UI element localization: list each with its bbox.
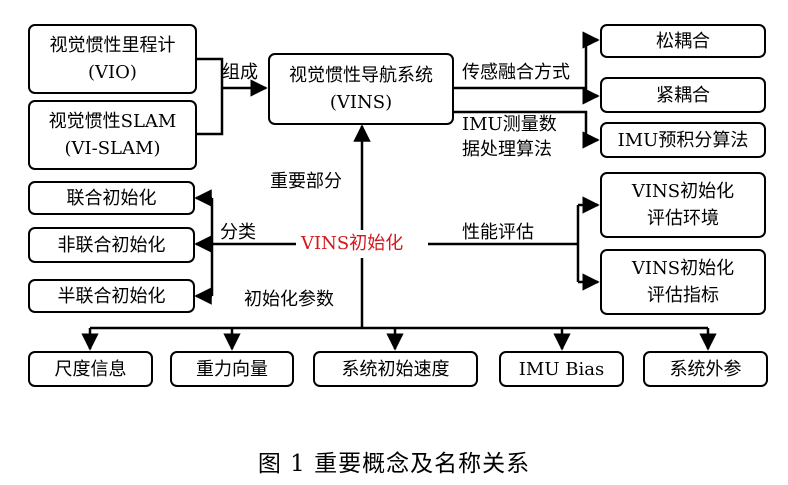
vislam-node: 视觉惯性SLAM (VI-SLAM) bbox=[28, 100, 197, 170]
eval-environment-line2: 评估环境 bbox=[647, 208, 719, 229]
eval-environment-node: VINS初始化 评估环境 bbox=[600, 172, 766, 238]
semijoint-init-node: 半联合初始化 bbox=[28, 279, 195, 313]
loose-coupling-node: 松耦合 bbox=[600, 24, 766, 58]
vins-node: 视觉惯性导航系统 (VINS) bbox=[268, 53, 454, 125]
vislam-label: 视觉惯性SLAM bbox=[48, 111, 177, 132]
gravity-vector-node: 重力向量 bbox=[170, 351, 294, 387]
imu-preintegration-node: IMU预积分算法 bbox=[600, 122, 766, 158]
performance-label: 性能评估 bbox=[462, 222, 534, 243]
figure-caption: 图 1 重要概念及名称关系 bbox=[257, 451, 531, 477]
init-params-label: 初始化参数 bbox=[244, 289, 334, 310]
joint-init-node: 联合初始化 bbox=[28, 181, 195, 215]
scale-info-label: 尺度信息 bbox=[54, 358, 127, 380]
compose-bracket bbox=[197, 57, 224, 136]
fusion-label: 传感融合方式 bbox=[462, 62, 570, 83]
vio-abbr: (VIO) bbox=[88, 62, 137, 83]
imu-bias-node: IMU Bias bbox=[499, 351, 624, 387]
vio-node: 视觉惯性里程计 (VIO) bbox=[28, 24, 197, 94]
eval-environment-line1: VINS初始化 bbox=[631, 181, 735, 202]
imu-processing-label-1: IMU测量数 bbox=[462, 114, 557, 135]
imu-processing-label-2: 据处理算法 bbox=[462, 139, 552, 160]
disjoint-init-node: 非联合初始化 bbox=[28, 227, 195, 263]
classify-label: 分类 bbox=[220, 222, 256, 243]
compose-label: 组成 bbox=[222, 62, 258, 83]
initial-velocity-node: 系统初始速度 bbox=[313, 351, 478, 387]
joint-init-label: 联合初始化 bbox=[66, 187, 157, 209]
initial-velocity-label: 系统初始速度 bbox=[341, 358, 450, 380]
scale-info-node: 尺度信息 bbox=[28, 351, 153, 387]
vins-label: 视觉惯性导航系统 bbox=[289, 65, 433, 86]
vio-label: 视觉惯性里程计 bbox=[49, 35, 176, 56]
extrinsic-params-label: 系统外参 bbox=[669, 358, 742, 380]
semijoint-init-label: 半联合初始化 bbox=[57, 285, 166, 307]
gravity-vector-label: 重力向量 bbox=[196, 358, 268, 380]
imu-preintegration-label: IMU预积分算法 bbox=[617, 129, 749, 151]
tight-coupling-node: 紧耦合 bbox=[600, 77, 766, 113]
important-part-label: 重要部分 bbox=[268, 169, 344, 195]
loose-coupling-label: 松耦合 bbox=[656, 30, 710, 52]
vislam-abbr: (VI-SLAM) bbox=[64, 138, 161, 159]
eval-metrics-line1: VINS初始化 bbox=[631, 258, 735, 279]
tight-coupling-label: 紧耦合 bbox=[656, 84, 710, 106]
vins-init-center: VINS初始化 bbox=[297, 233, 408, 255]
imu-bias-label: IMU Bias bbox=[518, 358, 605, 380]
eval-metrics-line2: 评估指标 bbox=[647, 285, 719, 306]
disjoint-init-label: 非联合初始化 bbox=[57, 234, 166, 256]
vins-abbr: (VINS) bbox=[329, 92, 393, 113]
arrow-to-preint bbox=[454, 110, 600, 149]
extrinsic-params-node: 系统外参 bbox=[643, 351, 768, 387]
eval-metrics-node: VINS初始化 评估指标 bbox=[600, 249, 766, 315]
